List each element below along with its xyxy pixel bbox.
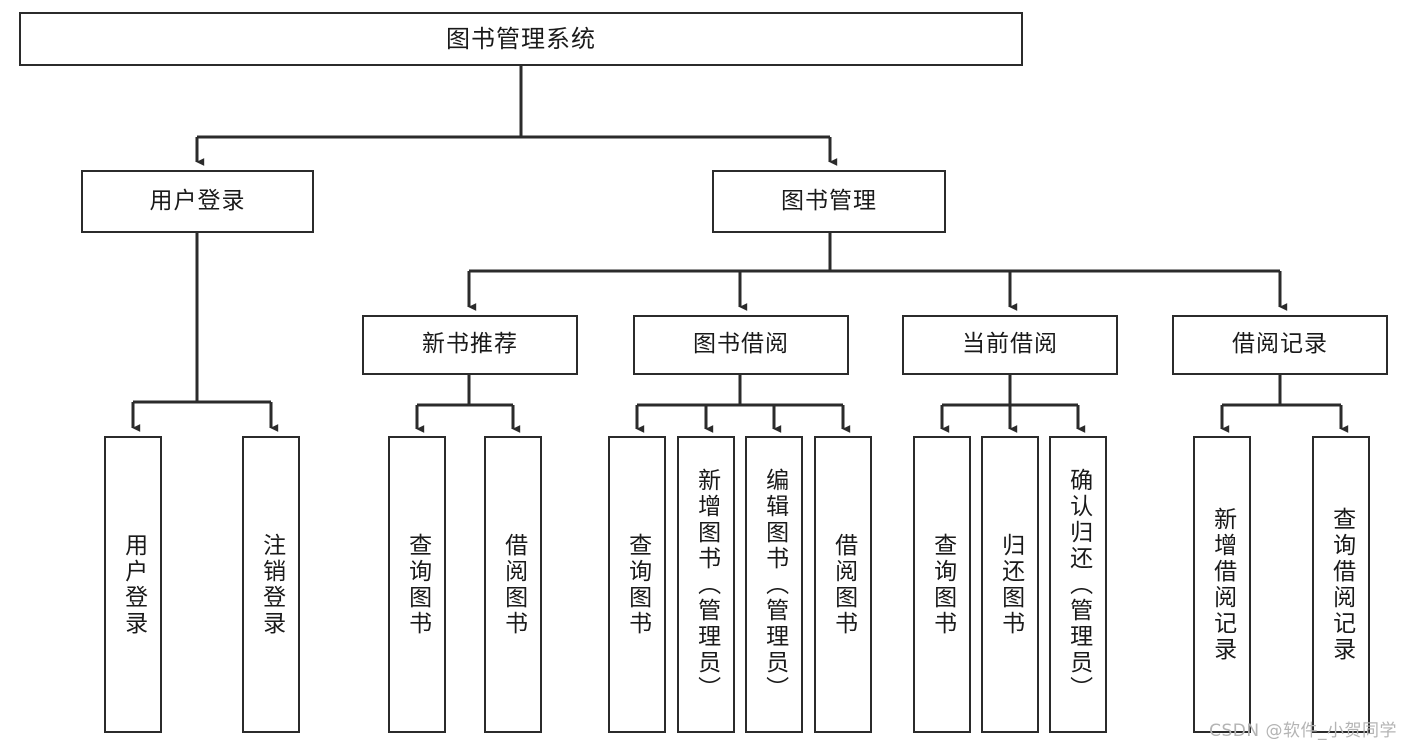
node-new-book-recommend[interactable]: 新书推荐 (362, 315, 578, 375)
node-label: 用户登录 (149, 187, 246, 214)
leaf-return-book[interactable]: 归还图书 (981, 436, 1039, 733)
node-user-login[interactable]: 用户登录 (81, 170, 314, 233)
node-label: 查询图书 (404, 532, 431, 637)
leaf-query-book-recommend[interactable]: 查询图书 (388, 436, 446, 733)
node-label: 图书管理 (781, 187, 877, 214)
node-label: 查询图书 (929, 532, 956, 637)
node-book-borrow[interactable]: 图书借阅 (633, 315, 849, 375)
leaf-logout[interactable]: 注销登录 (242, 436, 300, 733)
node-label: 确认归还（管理员） (1065, 467, 1092, 702)
leaf-query-book-borrow[interactable]: 查询图书 (608, 436, 666, 733)
node-label: 新增借阅记录 (1209, 506, 1236, 663)
node-label: 编辑图书（管理员） (761, 467, 788, 702)
node-label: 借阅图书 (500, 532, 527, 637)
node-current-borrow[interactable]: 当前借阅 (902, 315, 1118, 375)
node-label: 查询图书 (624, 532, 651, 637)
node-borrow-records[interactable]: 借阅记录 (1172, 315, 1388, 375)
node-label: 借阅记录 (1232, 331, 1328, 358)
leaf-confirm-return-admin[interactable]: 确认归还（管理员） (1049, 436, 1107, 733)
leaf-user-login[interactable]: 用户登录 (104, 436, 162, 733)
node-label: 新增图书（管理员） (693, 467, 720, 702)
node-label: 用户登录 (120, 532, 147, 637)
node-label: 当前借阅 (962, 331, 1058, 358)
node-label: 图书借阅 (693, 331, 789, 358)
node-label: 图书管理系统 (446, 24, 596, 53)
leaf-query-borrow-record[interactable]: 查询借阅记录 (1312, 436, 1370, 733)
node-label: 借阅图书 (830, 532, 857, 637)
node-label: 注销登录 (258, 532, 285, 637)
node-label: 查询借阅记录 (1328, 506, 1355, 663)
leaf-add-book-admin[interactable]: 新增图书（管理员） (677, 436, 735, 733)
node-book-management[interactable]: 图书管理 (712, 170, 946, 233)
leaf-borrow-book-recommend[interactable]: 借阅图书 (484, 436, 542, 733)
csdn-watermark: CSDN @软件_小贺同学 (1209, 721, 1397, 741)
leaf-query-book-current[interactable]: 查询图书 (913, 436, 971, 733)
leaf-borrow-book[interactable]: 借阅图书 (814, 436, 872, 733)
node-label: 归还图书 (997, 532, 1024, 637)
leaf-edit-book-admin[interactable]: 编辑图书（管理员） (745, 436, 803, 733)
node-root-book-management-system[interactable]: 图书管理系统 (19, 12, 1023, 66)
node-label: 新书推荐 (422, 331, 518, 358)
leaf-add-borrow-record[interactable]: 新增借阅记录 (1193, 436, 1251, 733)
